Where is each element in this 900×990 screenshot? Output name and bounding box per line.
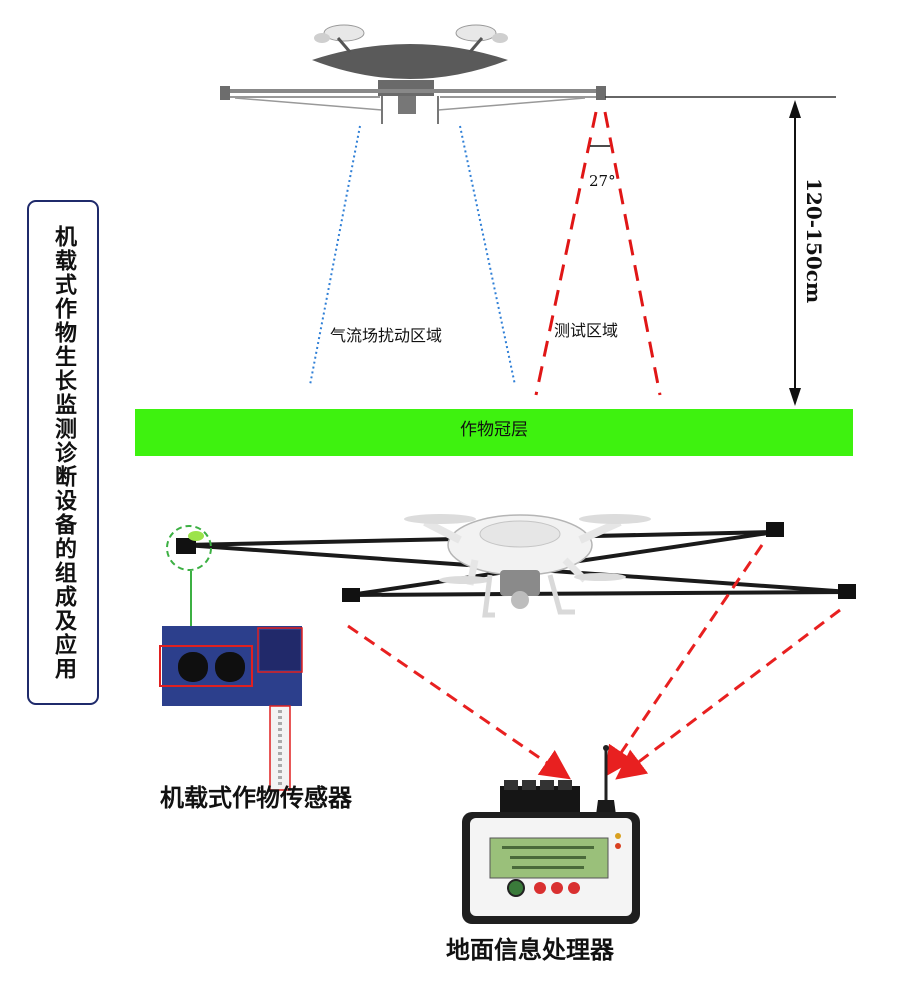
ground-processor-label: 地面信息处理器 bbox=[446, 936, 614, 964]
test-zone-cone bbox=[534, 111, 662, 396]
top-drone bbox=[220, 24, 606, 124]
propeller-left bbox=[323, 24, 365, 42]
sensor-highlight bbox=[166, 525, 212, 626]
page-title: 机载式作物生长监测诊断设备的组成及应用 bbox=[51, 224, 76, 681]
battery-pack bbox=[500, 786, 580, 814]
drone-hub bbox=[378, 80, 434, 96]
canopy-label-wrap: 作物冠层 bbox=[135, 409, 853, 445]
angle-label: 27° bbox=[589, 172, 616, 190]
drone-body bbox=[312, 44, 508, 79]
ground-processor bbox=[462, 745, 640, 924]
power-button bbox=[507, 879, 525, 897]
height-dimension bbox=[789, 100, 801, 406]
canopy-label: 作物冠层 bbox=[460, 419, 528, 440]
sensor-node bbox=[342, 588, 360, 602]
propeller bbox=[579, 514, 651, 524]
propeller bbox=[439, 576, 491, 584]
propeller bbox=[404, 514, 476, 524]
airflow-zone-lines bbox=[309, 125, 516, 386]
bottom-drone bbox=[176, 514, 856, 618]
title-box: 机载式作物生长监测诊断设备的组成及应用 bbox=[27, 200, 99, 705]
data-link-arrows bbox=[347, 544, 841, 780]
test-zone-label: 测试区域 bbox=[554, 321, 619, 340]
sensor-board bbox=[159, 626, 303, 791]
sensor-label: 机载式作物传感器 bbox=[160, 784, 352, 812]
height-label: 120-150cm bbox=[802, 178, 826, 304]
crop-canopy-band bbox=[135, 409, 853, 456]
propeller-right bbox=[455, 24, 497, 42]
lens-highlight bbox=[159, 645, 253, 687]
propeller bbox=[574, 573, 626, 581]
airflow-zone-label: 气流场扰动区域 bbox=[330, 326, 443, 345]
sensor-node bbox=[838, 584, 856, 599]
sensor-node bbox=[766, 522, 784, 537]
sensor-node bbox=[176, 538, 196, 554]
